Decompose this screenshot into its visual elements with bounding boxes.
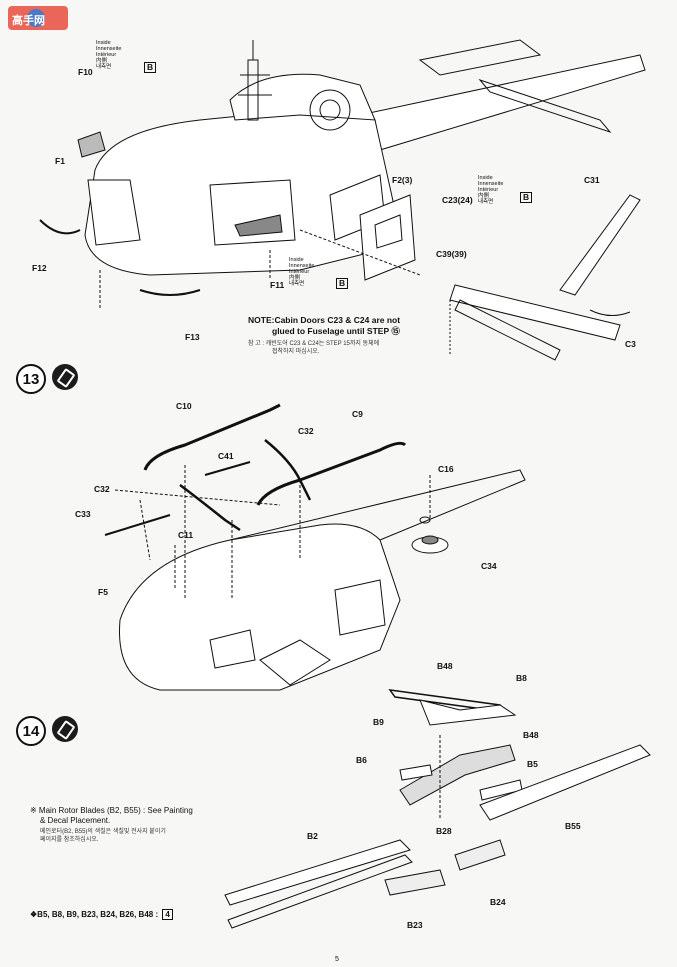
label-f13: F13	[185, 332, 200, 342]
label-c11: C11	[178, 530, 194, 540]
label-c16: C16	[438, 464, 454, 474]
label-c9: C9	[352, 409, 363, 419]
glue-icon	[52, 364, 78, 390]
cabin-door-note-line2: glued to Fuselage until STEP ⑮	[272, 326, 400, 336]
label-b6: B6	[356, 755, 367, 765]
label-c34: C34	[481, 561, 497, 571]
label-b2: B2	[307, 831, 318, 841]
label-c32-lower: C32	[94, 484, 110, 494]
parts-paint-footer: ❖B5, B8, B9, B23, B24, B26, B48 : 4	[30, 909, 173, 920]
label-f5: F5	[98, 587, 108, 597]
label-c33: C33	[75, 509, 91, 519]
label-b23: B23	[407, 920, 423, 930]
label-b8-upper: B8	[516, 673, 527, 683]
inside-note-f11: Inside Innenseite Intérieur 内側 내측면	[289, 257, 315, 287]
label-b5: B5	[527, 759, 538, 769]
label-b24: B24	[490, 897, 506, 907]
cabin-door-note-ko-line1: 참 고 : 캐빈도어 C23 & C24는 STEP 15까지 동체에	[248, 341, 380, 347]
paint-code-f11: B	[336, 278, 349, 289]
label-b55: B55	[565, 821, 581, 831]
label-c31: C31	[584, 175, 600, 185]
paint-code-f10: B	[144, 62, 157, 73]
rotor-blades-note-ko-line2: 페이지를 참조하십시오.	[40, 837, 99, 843]
label-c23: C23(24)	[442, 195, 473, 205]
label-f10: F10	[78, 67, 93, 77]
step12-fuselage-drawing	[39, 39, 646, 361]
inside-note-f10: Inside Innenseite Intérieur 内側 내측면	[96, 40, 122, 70]
label-c39: C39(39)	[436, 249, 467, 259]
rotor-blades-note-korean: 메인로터(B2, B55)의 색칠은 색칠및 전사지 붙이기 페이지를 참조하십…	[40, 828, 166, 844]
paint-code-c23: B	[520, 192, 533, 203]
step13-cabin-drawing	[104, 403, 526, 691]
cabin-door-note: NOTE:Cabin Doors C23 & C24 are not glued…	[248, 315, 400, 337]
label-c41: C41	[218, 451, 234, 461]
label-f1: F1	[55, 156, 65, 166]
parts-paint-footer-text: ❖B5, B8, B9, B23, B24, B26, B48 :	[30, 910, 159, 919]
watermark-text: 高手网	[12, 15, 45, 27]
step14-rotor-drawing	[224, 689, 651, 929]
label-c10: C10	[176, 401, 192, 411]
label-f11: F11	[270, 280, 285, 290]
label-b48-lower: B48	[523, 730, 539, 740]
rotor-blades-note: ※ Main Rotor Blades (B2, B55) : See Pain…	[30, 806, 193, 826]
cabin-door-note-korean: 참 고 : 캐빈도어 C23 & C24는 STEP 15까지 동체에 접착하지…	[248, 340, 379, 356]
label-b28: B28	[436, 826, 452, 836]
rotor-blades-note-ko-line1: 메인로터(B2, B55)의 색칠은 색칠및 전사지 붙이기	[40, 829, 166, 835]
parts-paint-footer-code: 4	[162, 909, 173, 920]
cabin-door-note-line1: NOTE:Cabin Doors C23 & C24 are not	[248, 315, 401, 325]
step-14-number: 14	[16, 716, 46, 746]
glue-icon	[52, 716, 78, 742]
cabin-door-note-ko-line2: 접착하지 마십시오.	[272, 349, 320, 355]
label-b9: B9	[373, 717, 384, 727]
label-f12: F12	[32, 263, 47, 273]
label-b48-upper: B48	[437, 661, 453, 671]
label-c32-upper: C32	[298, 426, 314, 436]
page-number: 5	[335, 956, 339, 963]
step-13-number: 13	[16, 364, 46, 394]
rotor-blades-note-line1: ※ Main Rotor Blades (B2, B55) : See Pain…	[30, 806, 193, 815]
label-c3: C3	[625, 339, 636, 349]
label-f2: F2(3)	[392, 175, 413, 185]
site-watermark: 高手网	[8, 4, 68, 34]
rotor-blades-note-line2: & Decal Placement.	[40, 816, 111, 825]
inside-note-c23: Inside Innenseite Intérieur 内側 내측면	[478, 175, 504, 205]
